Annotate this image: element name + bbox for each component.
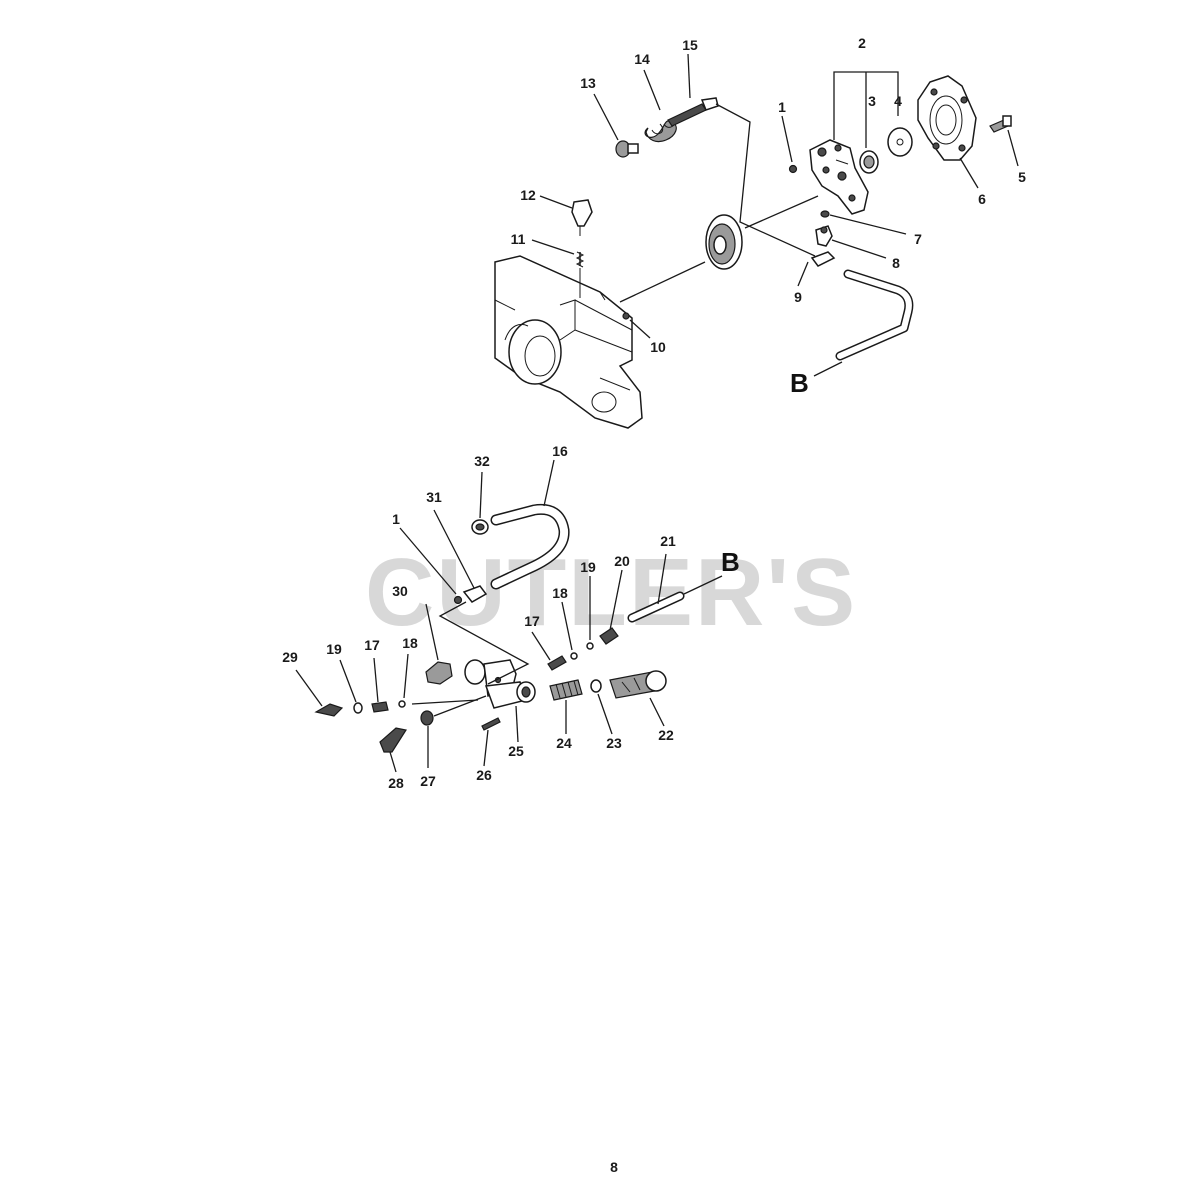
part-9-connector — [810, 251, 836, 267]
callout-17-lower: 17 — [364, 637, 380, 653]
callout-8: 8 — [892, 255, 900, 271]
part-20-fitting — [599, 627, 619, 645]
callout-10: 10 — [650, 339, 666, 355]
lower-assembly — [295, 459, 723, 773]
callout-1: 1 — [778, 99, 786, 115]
callout-6: 6 — [978, 191, 986, 207]
reference-letter-b-lower: B — [721, 547, 740, 577]
part-10-oring — [622, 312, 630, 320]
callout-23: 23 — [606, 735, 622, 751]
part-1-oring-lower — [453, 595, 463, 605]
part-30-plate — [425, 661, 453, 685]
part-6-cover-plate — [917, 75, 977, 161]
part-7-seal — [820, 210, 830, 218]
oil-pump-body — [809, 139, 869, 215]
callout-9: 9 — [794, 289, 802, 305]
part-11-spring — [575, 251, 585, 298]
part-19-ring-left — [353, 702, 363, 714]
part-4-washer — [887, 127, 913, 157]
reference-letter-b-upper: B — [790, 368, 809, 398]
upper-leader-lines — [531, 53, 1019, 377]
part-12-fitting — [571, 199, 593, 236]
part-32-clamp — [471, 519, 489, 535]
part-5-screw — [989, 115, 1012, 133]
part-28-plug — [379, 727, 407, 753]
part-13-knob — [615, 140, 639, 158]
callout-24: 24 — [556, 735, 572, 751]
callout-32: 32 — [474, 453, 490, 469]
callout-13: 13 — [580, 75, 596, 91]
callout-22: 22 — [658, 727, 674, 743]
part-29-needle — [314, 703, 344, 717]
part-18-ring-left — [398, 700, 406, 708]
callout-4: 4 — [894, 93, 902, 109]
callout-18-lower: 18 — [402, 635, 418, 651]
callout-11: 11 — [511, 231, 526, 247]
callout-29: 29 — [282, 649, 298, 665]
part-24-spring — [549, 679, 583, 701]
part-31-fitting — [462, 585, 488, 603]
callout-12: 12 — [520, 187, 536, 203]
callout-19-lower: 19 — [326, 641, 342, 657]
part-19-ring — [586, 642, 594, 650]
callout-1-lower: 1 — [392, 511, 400, 527]
callout-5: 5 — [1018, 169, 1026, 185]
crankcase-housing — [494, 255, 643, 429]
part-25-valve-body — [464, 659, 536, 709]
callout-18-upper: 18 — [552, 585, 568, 601]
callout-25: 25 — [508, 743, 524, 759]
part-8-elbow — [815, 225, 833, 247]
callout-7: 7 — [914, 231, 922, 247]
callout-30: 30 — [392, 583, 408, 599]
part-18-ring — [570, 652, 578, 660]
callout-16: 16 — [552, 443, 568, 459]
part-27-washer — [420, 710, 434, 726]
part-3-seal — [859, 150, 879, 174]
callout-3: 3 — [868, 93, 876, 109]
part-22-cap — [609, 670, 667, 699]
callout-19-upper: 19 — [580, 559, 596, 575]
part-17-spring — [547, 655, 567, 671]
callout-26: 26 — [476, 767, 492, 783]
callout-numbers: 1 2 3 4 5 6 7 8 9 10 11 12 13 14 15 1 31… — [282, 35, 1026, 791]
part-15-adjuster-rod — [667, 97, 719, 127]
callout-21: 21 — [660, 533, 676, 549]
part-26-pin — [481, 717, 501, 731]
callout-28: 28 — [388, 775, 404, 791]
callout-15: 15 — [682, 37, 698, 53]
drive-worm-gear — [705, 214, 743, 270]
lower-leader-lines — [295, 459, 667, 773]
upper-assembly — [494, 53, 1019, 429]
callout-14: 14 — [634, 51, 650, 67]
page-number: 8 — [610, 1159, 618, 1175]
callout-17-upper: 17 — [524, 613, 540, 629]
part-17-spring-left — [371, 701, 389, 713]
callout-31: 31 — [426, 489, 442, 505]
callout-27: 27 — [420, 773, 436, 789]
callout-2: 2 — [858, 35, 866, 51]
callout-20: 20 — [614, 553, 630, 569]
part-23-oring — [590, 679, 602, 693]
part-1-oring — [788, 164, 798, 174]
